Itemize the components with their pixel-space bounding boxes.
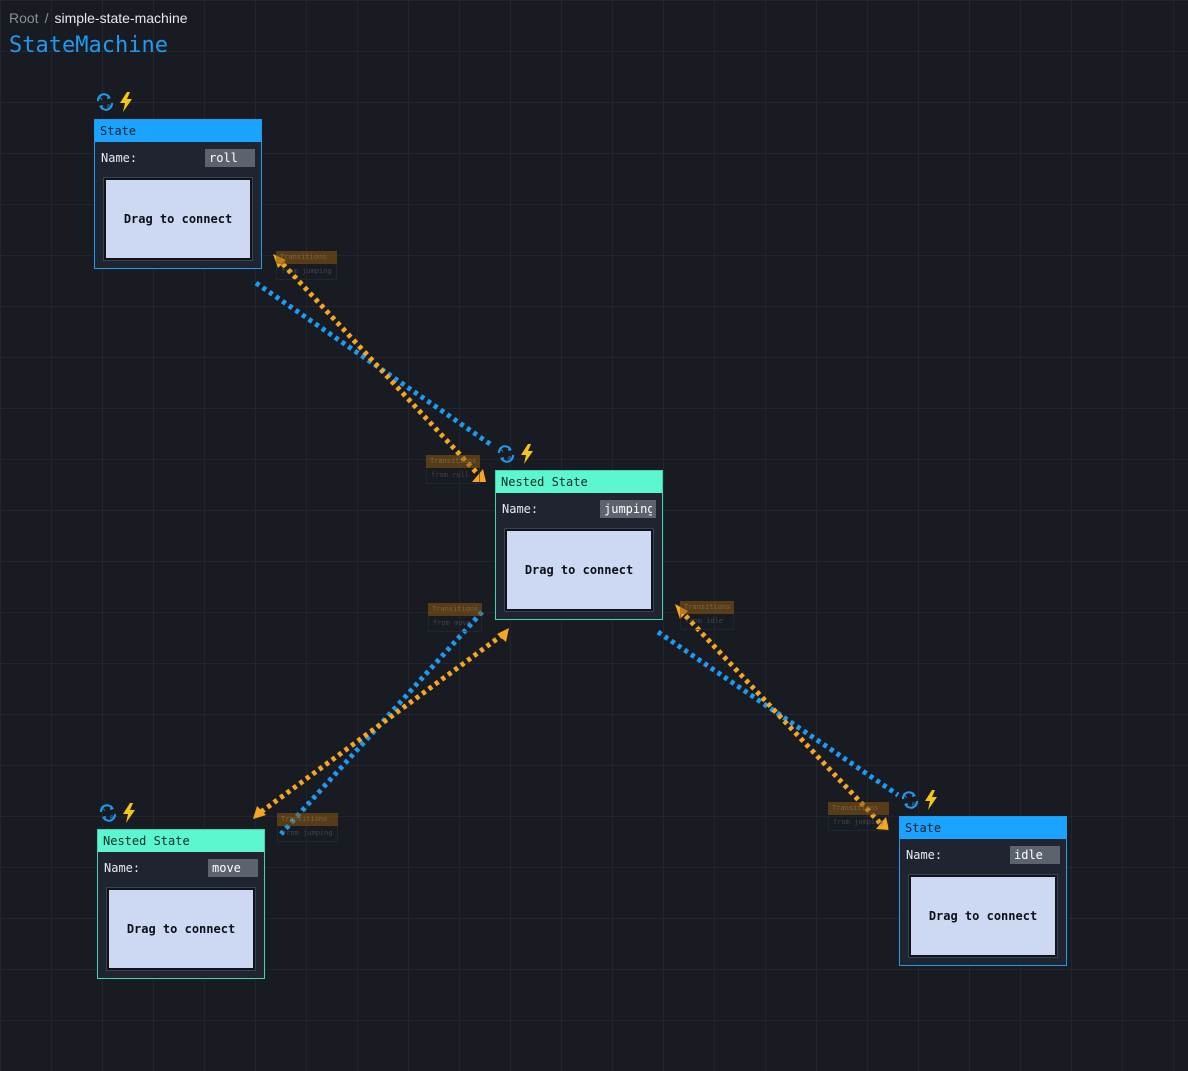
transition-label[interactable]: Transitions from roll xyxy=(426,455,481,484)
transition-label[interactable]: Transitions from idle xyxy=(680,601,735,630)
svg-text:A: A xyxy=(98,95,103,102)
name-label: Name: xyxy=(502,502,539,516)
transition-label-title: Transitions xyxy=(276,251,337,264)
transition-label[interactable]: Transitions from move xyxy=(428,603,483,632)
state-name-input[interactable] xyxy=(1010,846,1060,864)
edge-move-to-jumping[interactable] xyxy=(259,633,503,815)
svg-text:A: A xyxy=(903,793,908,800)
nested-state-node-move[interactable]: Nested State Name: Drag to connect xyxy=(97,829,265,979)
node-header: State xyxy=(900,817,1066,839)
transition-label-source: from jumping xyxy=(276,264,337,280)
svg-text:B: B xyxy=(508,456,512,463)
breadcrumb: Root / simple-state-machine xyxy=(9,10,188,26)
svg-text:B: B xyxy=(107,104,111,111)
edge-jumping-to-roll[interactable] xyxy=(279,260,478,474)
drag-to-connect-handle[interactable]: Drag to connect xyxy=(104,178,252,260)
transition-label[interactable]: Transitions from jumping xyxy=(276,251,337,280)
breadcrumb-current: simple-state-machine xyxy=(54,10,188,26)
edge-roll-to-jumping[interactable] xyxy=(254,280,495,449)
node-header: State xyxy=(95,120,261,142)
transition-label[interactable]: Transitions from jumping xyxy=(828,802,889,831)
lightning-icon[interactable] xyxy=(122,803,136,823)
transition-label-title: Transitions xyxy=(277,813,338,826)
breadcrumb-separator: / xyxy=(44,10,49,26)
edge-jumping-to-move[interactable] xyxy=(279,610,484,836)
transition-label-source: from roll xyxy=(426,468,481,484)
svg-text:B: B xyxy=(110,815,114,822)
transition-label-title: Transitions xyxy=(428,603,483,616)
name-label: Name: xyxy=(906,848,943,862)
transition-label-source: from jumping xyxy=(277,826,338,842)
lightning-icon[interactable] xyxy=(924,790,938,810)
name-label: Name: xyxy=(101,151,138,165)
svg-text:A: A xyxy=(499,447,504,454)
page-title: StateMachine xyxy=(9,33,168,58)
arrowhead-into-jumping-2 xyxy=(497,628,509,642)
node-header: Nested State xyxy=(98,830,264,852)
state-node-roll[interactable]: State Name: Drag to connect xyxy=(94,119,262,269)
breadcrumb-root[interactable]: Root xyxy=(9,10,39,26)
state-name-input[interactable] xyxy=(208,859,258,877)
arrowhead-into-move xyxy=(253,806,266,819)
edge-idle-to-jumping[interactable] xyxy=(680,610,882,825)
transition-label-source: from jumping xyxy=(828,815,889,831)
transition-label-title: Transitions xyxy=(680,601,735,614)
svg-text:B: B xyxy=(912,802,916,809)
lightning-icon[interactable] xyxy=(520,444,534,464)
transition-label-title: Transitions xyxy=(426,455,481,468)
transition-label-source: from move xyxy=(428,616,483,632)
edge-jumping-to-idle[interactable] xyxy=(656,629,900,798)
transition-label[interactable]: Transitions from jumping xyxy=(277,813,338,842)
state-name-input[interactable] xyxy=(600,500,656,518)
drag-to-connect-handle[interactable]: Drag to connect xyxy=(505,529,653,611)
name-label: Name: xyxy=(104,861,141,875)
node-header: Nested State xyxy=(496,471,662,493)
state-node-idle[interactable]: State Name: Drag to connect xyxy=(899,816,1067,966)
nested-state-node-jumping[interactable]: Nested State Name: Drag to connect xyxy=(495,470,663,620)
transition-label-source: from idle xyxy=(680,614,735,630)
drag-to-connect-handle[interactable]: Drag to connect xyxy=(107,888,255,970)
drag-to-connect-handle[interactable]: Drag to connect xyxy=(909,875,1057,957)
transition-label-title: Transitions xyxy=(828,802,889,815)
svg-text:A: A xyxy=(101,806,106,813)
state-name-input[interactable] xyxy=(205,149,255,167)
lightning-icon[interactable] xyxy=(119,92,133,112)
